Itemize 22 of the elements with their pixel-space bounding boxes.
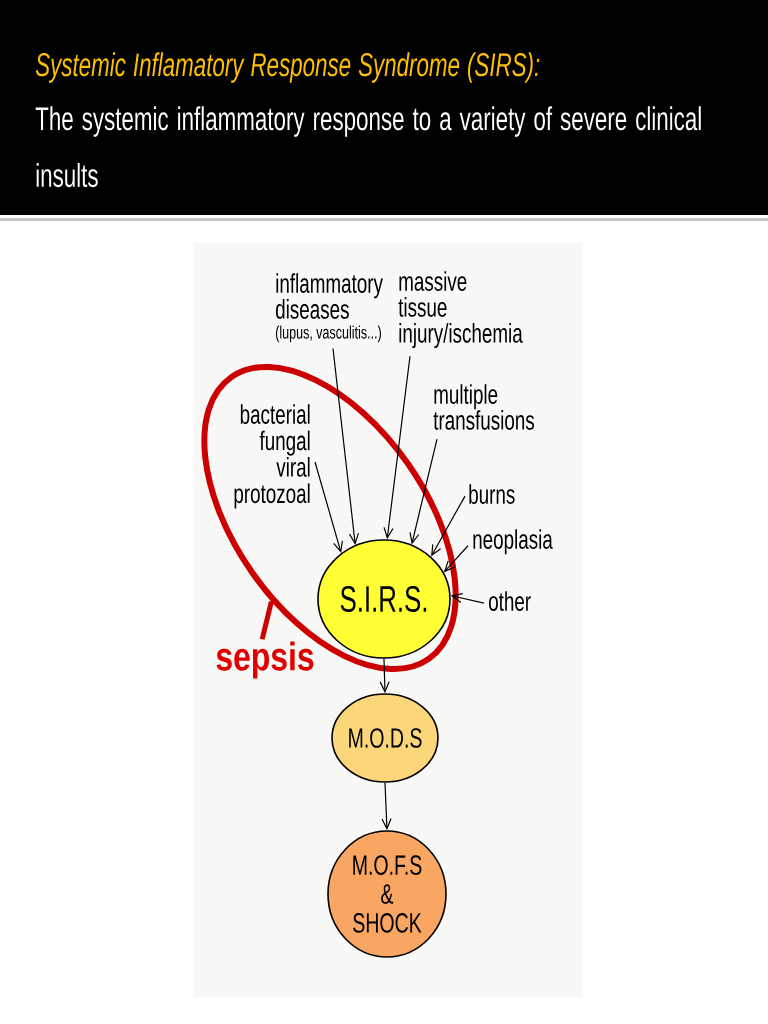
arrow bbox=[409, 438, 438, 545]
oval-node: M.O.D.S bbox=[331, 693, 439, 783]
arrow bbox=[383, 355, 411, 540]
body-text: The systemic inflammatory response to a variety of severe clinical insults bbox=[35, 106, 701, 188]
arrow bbox=[381, 782, 392, 831]
title-text: Systemic Inflamatory Response Syndrome (SIRS): bbox=[35, 52, 540, 83]
arrow bbox=[443, 545, 469, 573]
label-text: sepsis bbox=[216, 641, 314, 679]
label-text: other bbox=[489, 591, 531, 611]
arrow bbox=[332, 347, 360, 545]
label-text: multiple transfusions bbox=[433, 384, 534, 430]
label-text: burns bbox=[469, 484, 515, 504]
circle-node: M.O.F.S & SHOCK bbox=[327, 830, 447, 958]
label-text: massive tissue injury/ischemia bbox=[398, 271, 523, 349]
arrow bbox=[314, 461, 343, 554]
label-text: bacterial fungal viral protozoal bbox=[234, 404, 310, 509]
label-text: inflammatory diseases (lupus, vasculitis...) bbox=[276, 273, 383, 343]
label-text: neoplasia bbox=[473, 529, 553, 555]
arrow bbox=[450, 593, 485, 604]
arrow bbox=[431, 495, 466, 557]
arrow bbox=[379, 658, 390, 694]
leader-line bbox=[259, 601, 274, 640]
